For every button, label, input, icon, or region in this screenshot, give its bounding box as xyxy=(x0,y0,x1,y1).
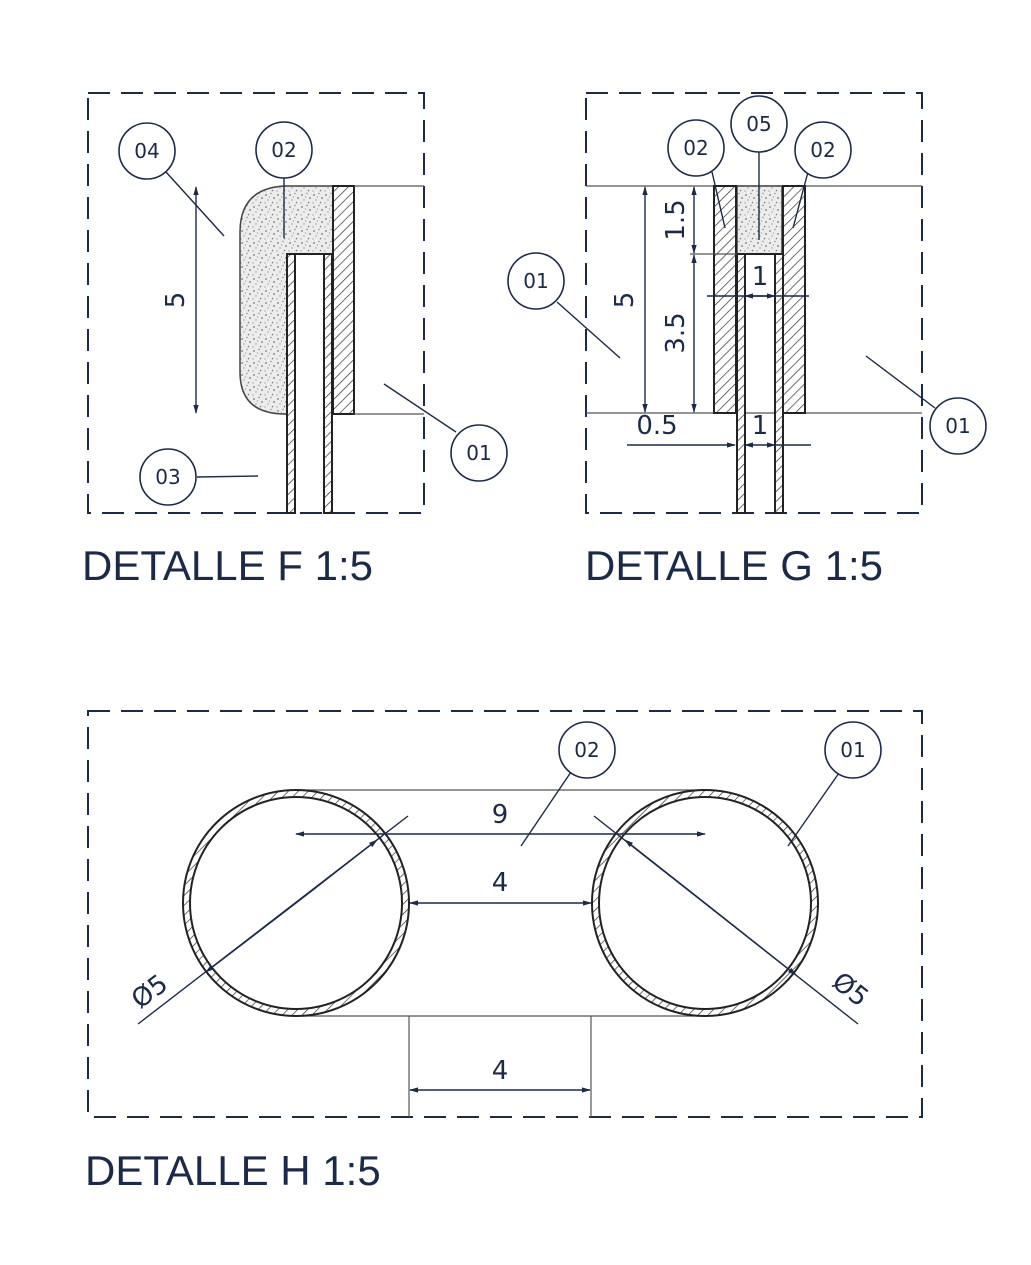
bubble-label: 02 xyxy=(810,138,835,162)
detail-h-dim-gap: 4 xyxy=(492,868,509,898)
detail-g-leader-01-right xyxy=(865,355,936,409)
detail-g-bubble-01-right: 01 xyxy=(929,397,987,455)
detail-h-dim-diam-right-arrow1 xyxy=(624,839,706,904)
detail-h-dim-diam-right-arrow2 xyxy=(704,902,797,976)
detail-h: 9 4 Ø5 Ø5 4 02 01 DETALLE H 1:5 xyxy=(85,710,923,1194)
bubble-label: 02 xyxy=(683,136,708,160)
detail-f-tube-left-wall xyxy=(286,253,296,514)
detail-f-bubble-01: 01 xyxy=(450,424,508,482)
detail-g-dim-bottom-width: 1 xyxy=(752,411,769,441)
detail-h-title: DETALLE H 1:5 xyxy=(85,1147,381,1194)
bubble-label: 01 xyxy=(523,269,548,293)
detail-g-dim-wall: 0.5 xyxy=(636,411,677,441)
detail-f-bubble-04: 04 xyxy=(118,122,176,180)
detail-h-leader-02 xyxy=(520,771,572,847)
detail-g-dim-total: 5 xyxy=(610,292,640,309)
bubble-label: 01 xyxy=(840,738,865,762)
bubble-label: 02 xyxy=(271,138,296,162)
detail-h-dim-diam-left-arrow1 xyxy=(299,839,378,901)
detail-f-tube-right-wall xyxy=(323,253,333,514)
detail-f-leader-01 xyxy=(383,383,457,433)
detail-g-dim-top: 1.5 xyxy=(661,199,691,240)
detail-h-bubble-01: 01 xyxy=(824,721,882,779)
detail-h-dim-diam-left-arrow2 xyxy=(205,899,301,973)
bubble-label: 02 xyxy=(574,738,599,762)
detail-f-leader-03 xyxy=(196,475,259,478)
detail-g-bubble-01-left: 01 xyxy=(507,252,565,310)
bubble-label: 01 xyxy=(945,414,970,438)
detail-g-title: DETALLE G 1:5 xyxy=(585,542,883,589)
detail-g-leader-01-left xyxy=(556,301,621,359)
detail-g-frame xyxy=(585,92,923,514)
detail-h-dim-diam-right: Ø5 xyxy=(826,967,874,1013)
detail-h-frame xyxy=(87,710,923,1118)
detail-g-bubble-02-right: 02 xyxy=(794,121,852,179)
detail-g-bubble-05: 05 xyxy=(730,95,788,153)
detail-g-right-plate xyxy=(782,185,806,414)
detail-h-dim-diam-left: Ø5 xyxy=(126,969,174,1015)
detail-f-bubble-02: 02 xyxy=(255,121,313,179)
detail-f-bubble-03: 03 xyxy=(139,448,197,506)
detail-g-tube-right-wall xyxy=(774,253,784,514)
detail-f-frame xyxy=(87,92,425,514)
detail-g-dim-inner-width: 1 xyxy=(752,262,769,292)
bubble-label: 04 xyxy=(134,139,159,163)
bubble-label: 03 xyxy=(155,465,180,489)
detail-g-leader-02-right xyxy=(792,171,809,229)
bubble-label: 05 xyxy=(746,112,771,136)
detail-h-dim-center: 9 xyxy=(492,800,509,830)
detail-h-bubble-02: 02 xyxy=(558,721,616,779)
detail-f-leader-04 xyxy=(165,171,225,237)
detail-g-leader-02-left xyxy=(711,171,726,229)
detail-h-leader-01 xyxy=(787,772,840,847)
detail-g-dim-lower: 3.5 xyxy=(661,312,691,353)
bubble-label: 01 xyxy=(466,441,491,465)
detail-f-plate xyxy=(332,185,355,415)
detail-f: 5 04 02 01 03 DETALLE F 1:5 xyxy=(82,92,508,589)
detail-f-title: DETALLE F 1:5 xyxy=(82,542,373,589)
detail-f-dim-height: 5 xyxy=(161,292,191,309)
detail-g-bubble-02-left: 02 xyxy=(667,119,725,177)
detail-g-left-plate xyxy=(713,185,737,414)
detail-g-tube-left-wall xyxy=(736,253,746,514)
detail-g: 5 1.5 3.5 1 0.5 1 02 05 02 xyxy=(507,92,987,589)
detail-h-dim-bottom: 4 xyxy=(492,1056,509,1086)
